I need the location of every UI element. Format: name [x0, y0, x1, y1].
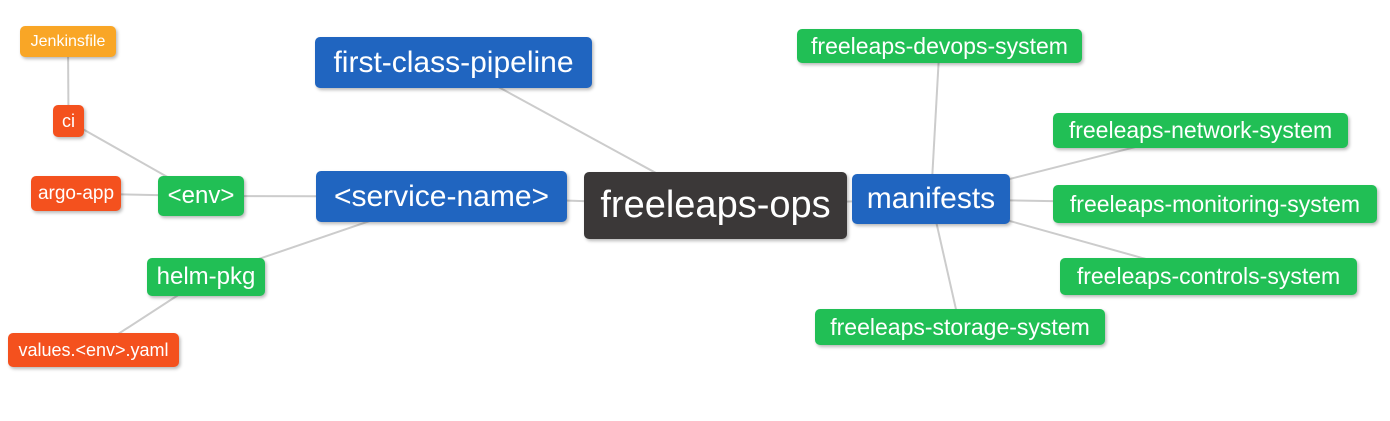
node-freeleaps-devops-system[interactable]: freeleaps-devops-system: [797, 29, 1082, 63]
node-argo-app[interactable]: argo-app: [31, 176, 121, 211]
node-manifests[interactable]: manifests: [852, 174, 1010, 224]
node-env[interactable]: <env>: [158, 176, 244, 216]
node-freeleaps-ops[interactable]: freeleaps-ops: [584, 172, 847, 239]
node-values-env-yaml[interactable]: values.<env>.yaml: [8, 333, 179, 367]
node-freeleaps-storage-system[interactable]: freeleaps-storage-system: [815, 309, 1105, 345]
node-freeleaps-network-system[interactable]: freeleaps-network-system: [1053, 113, 1348, 148]
node-ci[interactable]: ci: [53, 105, 84, 137]
node-jenkinsfile[interactable]: Jenkinsfile: [20, 26, 116, 57]
edge-manifests-freeleaps-devops-system: [930, 45, 941, 200]
node-freeleaps-monitoring-system[interactable]: freeleaps-monitoring-system: [1053, 185, 1377, 223]
node-service-name[interactable]: <service-name>: [316, 171, 567, 222]
node-first-class-pipeline[interactable]: first-class-pipeline: [315, 37, 592, 88]
node-freeleaps-controls-system[interactable]: freeleaps-controls-system: [1060, 258, 1357, 295]
node-helm-pkg[interactable]: helm-pkg: [147, 258, 265, 296]
